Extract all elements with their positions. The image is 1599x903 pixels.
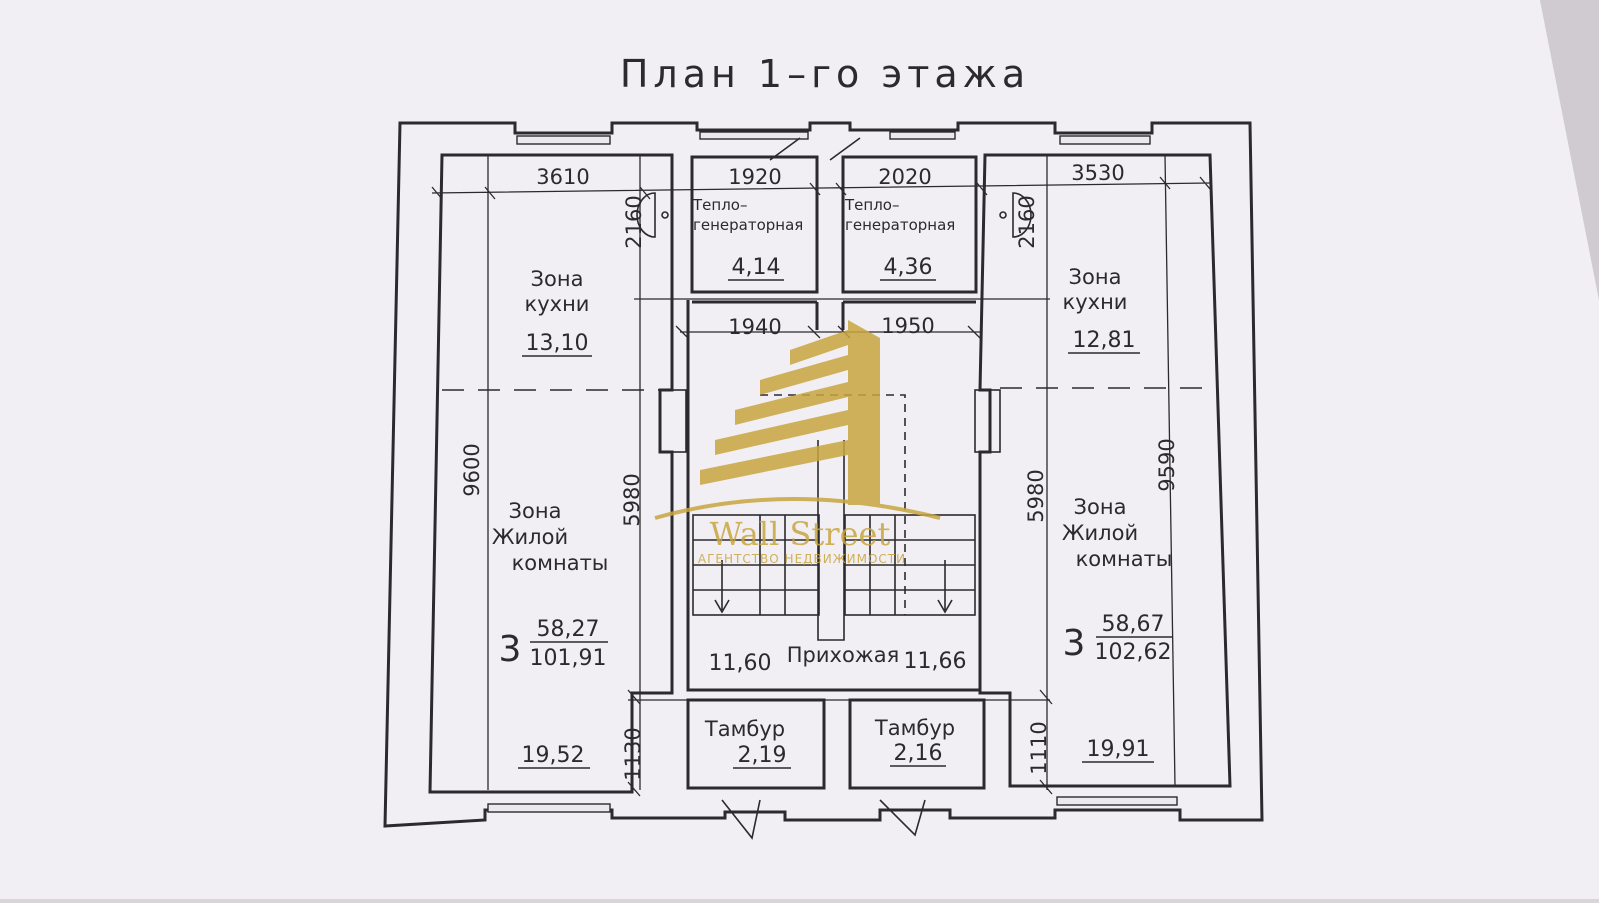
dim-5980-left: 5980 (620, 473, 644, 526)
left-apartment-living-area: 58,27 (537, 617, 600, 642)
right-apartment-rooms: 3 (1063, 623, 1086, 664)
dim-2020: 2020 (878, 165, 931, 189)
room-labels: Зона кухни 13,10 Зона кухни 12,81 Тепло–… (492, 196, 1173, 769)
heat-room-right-walls (841, 155, 978, 294)
right-apartment-total-area: 102,62 (1095, 640, 1172, 665)
dim-2160-left: 2160 (622, 195, 646, 248)
apartment-summaries: 3 58,27 101,91 3 58,67 102,62 (499, 612, 1172, 671)
heat-right-line1: Тепло– (844, 196, 899, 214)
right-living-line3: комнаты (1076, 547, 1173, 571)
left-living-line2: Жилой (492, 525, 568, 549)
dim-9590: 9590 (1155, 438, 1179, 491)
dimension-lines (431, 154, 1211, 797)
heat-right-line2: генераторная (845, 216, 955, 234)
tambur-left-label: Тамбур (704, 717, 785, 741)
heat-right-area: 4,36 (884, 255, 933, 280)
dim-3610: 3610 (536, 165, 589, 189)
dim-1920: 1920 (728, 165, 781, 189)
dim-2160-right: 2160 (1015, 195, 1039, 248)
watermark-building-icon (848, 320, 880, 505)
right-kitchen-area: 12,81 (1073, 328, 1136, 353)
left-apartment-rooms: 3 (499, 629, 522, 670)
left-apartment-total-area: 101,91 (530, 646, 607, 671)
dim-1940: 1940 (728, 315, 781, 339)
dim-1950: 1950 (881, 314, 934, 338)
paper-shadow (1540, 0, 1599, 300)
dim-9600: 9600 (460, 443, 484, 496)
column-right (974, 389, 1001, 453)
dim-1130: 1130 (621, 727, 645, 780)
outer-walls (383, 121, 1264, 828)
watermark-tagline: АГЕНТСТВО НЕДВИЖИМОСТИ (698, 552, 906, 566)
heat-left-line2: генераторная (693, 216, 803, 234)
plan-title: План 1–го этажа (620, 52, 1030, 96)
hall-area-left: 11,60 (709, 651, 772, 676)
right-living-line2: Жилой (1062, 521, 1138, 545)
doors (721, 137, 926, 840)
hall-area-right: 11,66 (904, 649, 967, 674)
right-kitchen-line1: Зона (1069, 265, 1122, 289)
hall-label: Прихожая (787, 643, 899, 667)
dimension-labels: 3610 1920 2020 3530 1940 1950 2160 2160 … (460, 161, 1179, 781)
watermark-name: Wall Street (710, 515, 891, 553)
heat-room-left-walls (690, 155, 819, 294)
left-kitchen-area: 13,10 (526, 331, 589, 356)
heat-left-area: 4,14 (732, 255, 781, 280)
right-kitchen-line2: кухни (1063, 290, 1128, 314)
dim-3530: 3530 (1071, 161, 1124, 185)
zone-dividers (442, 387, 1215, 391)
tambur-right-area: 2,16 (894, 741, 943, 766)
tambur-right-label: Тамбур (874, 716, 955, 740)
column-left (659, 389, 687, 453)
left-living-line3: комнаты (512, 551, 609, 575)
tambur-left-area: 2,19 (738, 743, 787, 768)
dim-1110: 1110 (1027, 721, 1051, 774)
windows (487, 131, 1178, 813)
watermark-logo: Wall Street АГЕНТСТВО НЕДВИЖИМОСТИ (654, 320, 941, 566)
right-living-line1: Зона (1074, 495, 1127, 519)
right-apartment-living-area: 58,67 (1102, 612, 1165, 637)
left-kitchen-line2: кухни (525, 292, 590, 316)
left-living-line1: Зона (509, 499, 562, 523)
left-living-area: 19,52 (522, 743, 585, 768)
dim-5980-right: 5980 (1024, 469, 1048, 522)
left-kitchen-line1: Зона (531, 267, 584, 291)
right-living-area: 19,91 (1087, 737, 1150, 762)
heat-left-line1: Тепло– (692, 196, 747, 214)
